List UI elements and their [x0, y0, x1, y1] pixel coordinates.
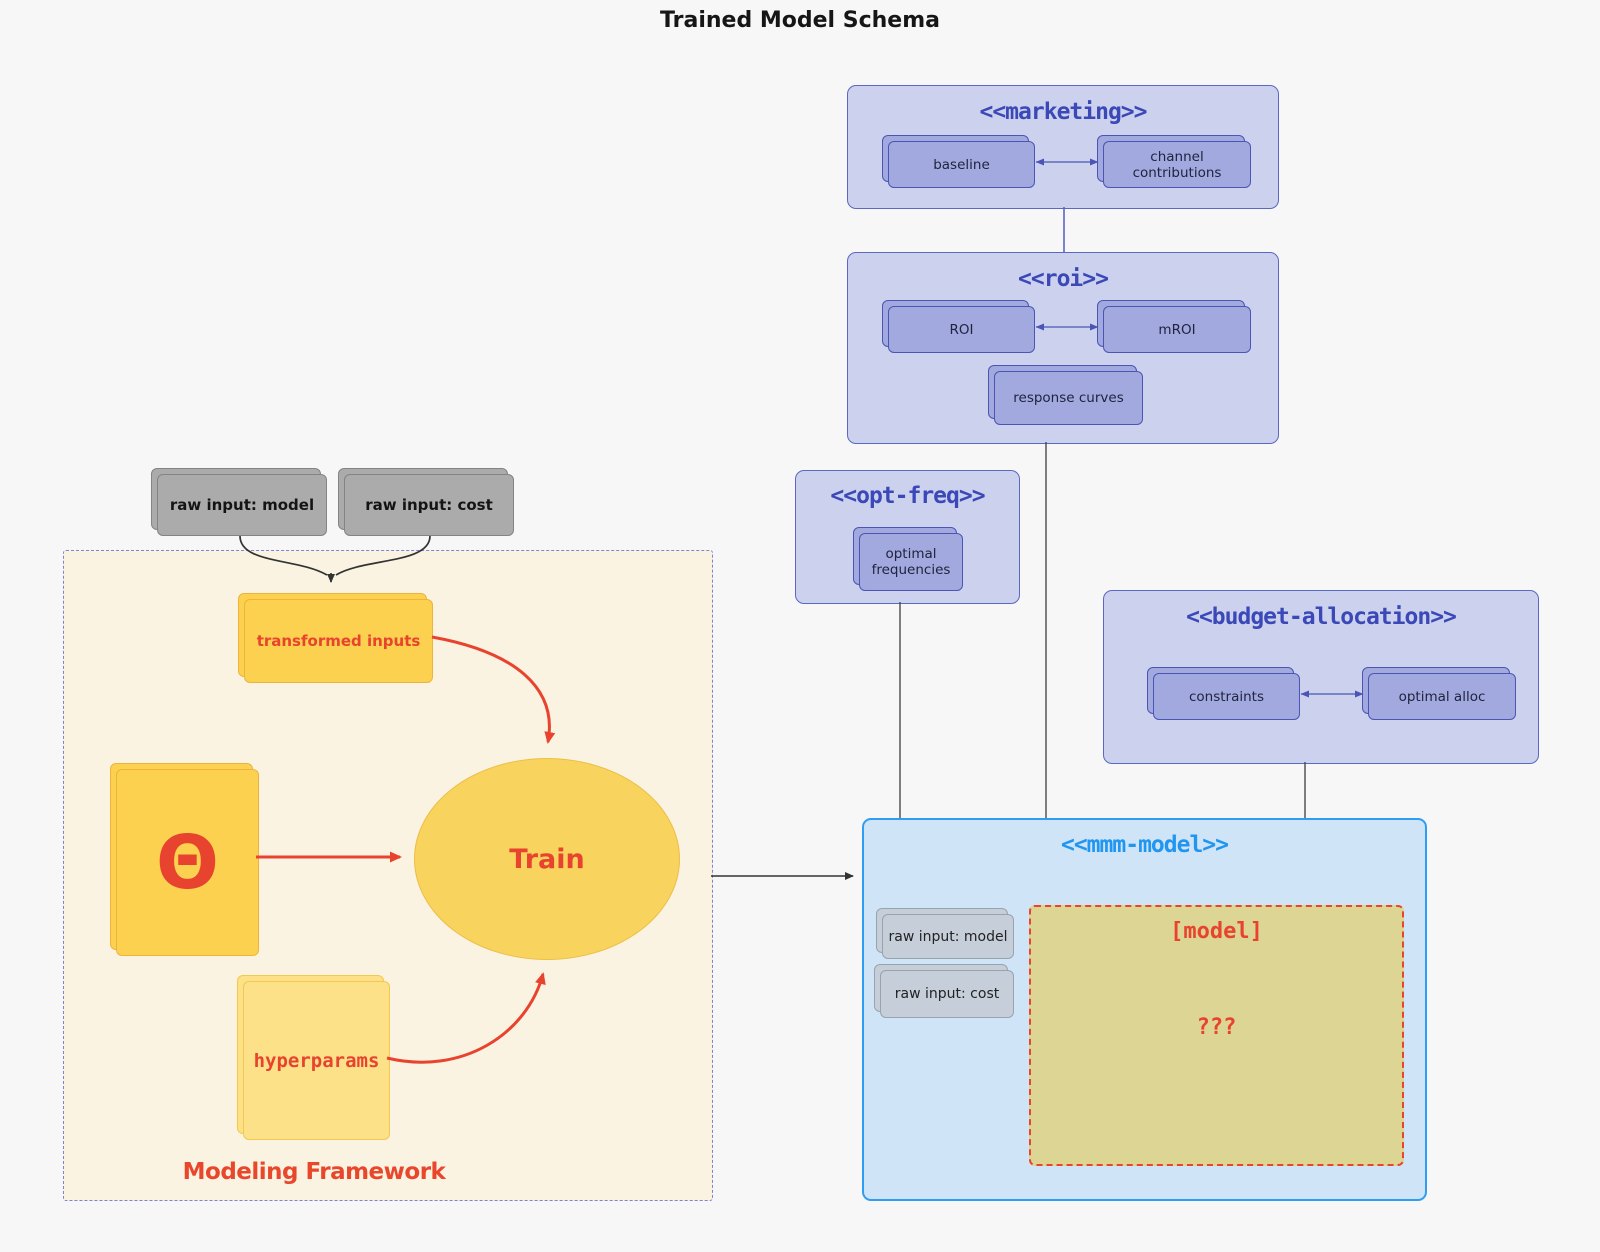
cluster-marketing: <<marketing>> baseline channel contribut…: [847, 85, 1279, 209]
cluster-opt-freq-title: <<opt-freq>>: [830, 483, 985, 509]
cluster-opt-freq: <<opt-freq>> optimal frequencies: [795, 470, 1020, 604]
cluster-budget-allocation: <<budget-allocation>> constraints optima…: [1103, 590, 1539, 764]
cluster-modeling-framework: transformed inputs Θ Train hyperparams M…: [63, 550, 713, 1201]
node-channel-contributions: channel contributions: [1097, 135, 1251, 188]
node-constraints: constraints: [1147, 667, 1300, 720]
node-mmm-raw-input-model: raw input: model: [876, 908, 1014, 959]
node-hyperparams: hyperparams: [237, 975, 390, 1140]
cluster-roi-title: <<roi>>: [1018, 266, 1109, 292]
node-baseline: baseline: [882, 135, 1035, 188]
node-train: Train: [414, 758, 680, 960]
node-mroi: mROI: [1097, 300, 1251, 353]
node-response-curves: response curves: [988, 365, 1143, 425]
node-transformed-inputs: transformed inputs: [238, 593, 433, 683]
node-raw-input-model: raw input: model: [151, 468, 327, 536]
cluster-mmm-model-title: <<mmm-model>>: [1060, 832, 1229, 858]
modeling-framework-label: Modeling Framework: [182, 1159, 446, 1185]
model-placeholder-unknown: ???: [1196, 1015, 1237, 1040]
node-optimal-frequencies: optimal frequencies: [853, 527, 963, 591]
cluster-budget-allocation-title: <<budget-allocation>>: [1186, 604, 1457, 630]
node-mmm-raw-input-cost: raw input: cost: [874, 964, 1014, 1018]
node-raw-input-cost: raw input: cost: [338, 468, 514, 536]
node-model-placeholder: [model] ???: [1029, 905, 1404, 1166]
model-placeholder-title: [model]: [1170, 919, 1263, 944]
cluster-roi: <<roi>> ROI mROI response curves: [847, 252, 1279, 444]
cluster-mmm-model: <<mmm-model>> raw input: model raw input…: [862, 818, 1427, 1201]
theta-symbol: Θ: [156, 819, 219, 906]
node-roi: ROI: [882, 300, 1035, 353]
node-theta: Θ: [110, 763, 259, 956]
cluster-marketing-title: <<marketing>>: [979, 99, 1147, 125]
diagram-title: Trained Model Schema: [660, 8, 940, 33]
node-optimal-alloc: optimal alloc: [1362, 667, 1516, 720]
